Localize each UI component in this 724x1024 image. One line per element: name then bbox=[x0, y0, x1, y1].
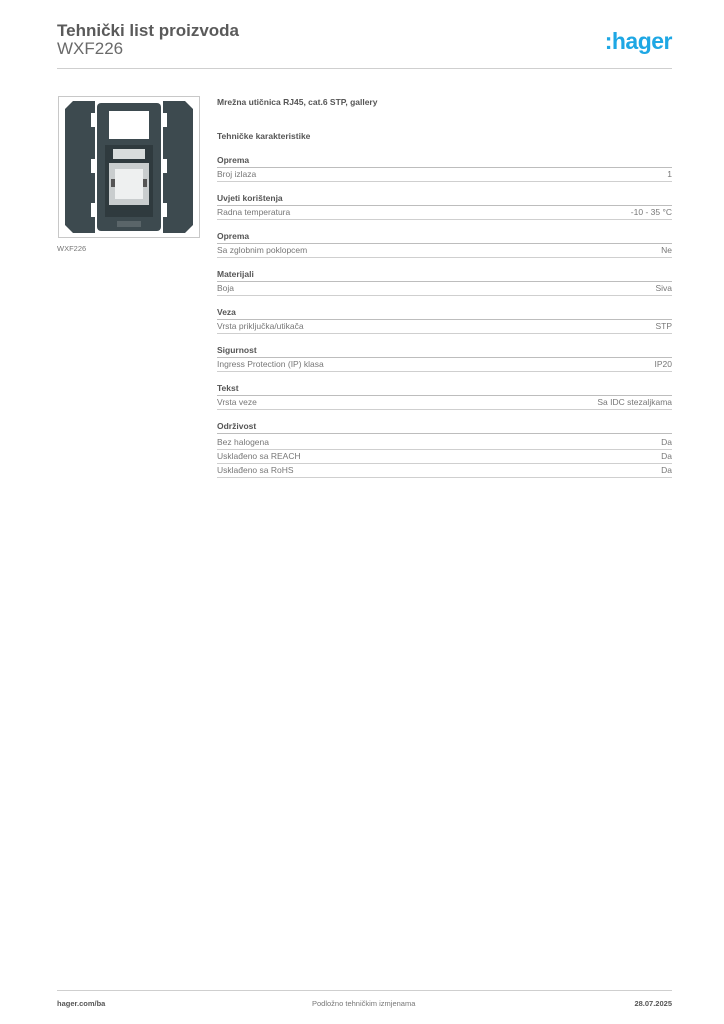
group-title: Materijali bbox=[217, 269, 672, 282]
hager-logo: :hager bbox=[604, 28, 673, 54]
spec-row: Sa zglobnim poklopcem Ne bbox=[217, 244, 672, 258]
spec-group: Oprema Broj izlaza 1 bbox=[217, 155, 672, 182]
spec-row: Usklađeno sa REACH Da bbox=[217, 450, 672, 464]
group-title: Veza bbox=[217, 307, 672, 320]
spec-group: Materijali Boja Siva bbox=[217, 269, 672, 296]
spec-group: Uvjeti korištenja Radna temperatura -10 -… bbox=[217, 193, 672, 220]
spec-row: Bez halogena Da bbox=[217, 436, 672, 450]
spec-value: Sa IDC stezaljkama bbox=[597, 397, 672, 407]
spec-row: Boja Siva bbox=[217, 282, 672, 296]
footer-divider bbox=[57, 990, 672, 991]
spec-row: Vrsta veze Sa IDC stezaljkama bbox=[217, 396, 672, 410]
spec-label: Vrsta priključka/utikača bbox=[217, 321, 304, 331]
spec-label: Broj izlaza bbox=[217, 169, 257, 179]
spec-label: Boja bbox=[217, 283, 235, 293]
product-image bbox=[58, 96, 200, 238]
header-divider bbox=[57, 68, 672, 69]
spec-value: -10 - 35 °C bbox=[630, 207, 672, 217]
spec-group: Tekst Vrsta veze Sa IDC stezaljkama bbox=[217, 383, 672, 410]
footer-website-link[interactable]: hager.com/ba bbox=[57, 999, 106, 1008]
spec-group: Oprema Sa zglobnim poklopcem Ne bbox=[217, 231, 672, 258]
group-title: Oprema bbox=[217, 155, 672, 168]
group-title: Tekst bbox=[217, 383, 672, 396]
group-title: Održivost bbox=[217, 421, 672, 434]
spec-value: 1 bbox=[667, 169, 672, 179]
image-caption: WXF226 bbox=[57, 244, 87, 253]
product-name: Mrežna utičnica RJ45, cat.6 STP, gallery bbox=[217, 97, 378, 107]
spec-row: Broj izlaza 1 bbox=[217, 168, 672, 182]
spec-row: Usklađeno sa RoHS Da bbox=[217, 464, 672, 478]
spec-value: Siva bbox=[655, 283, 672, 293]
footer-date: 28.07.2025 bbox=[634, 999, 672, 1008]
spec-label: Bez halogena bbox=[217, 437, 269, 447]
spec-label: Ingress Protection (IP) klasa bbox=[217, 359, 324, 369]
footer-notice: Podložno tehničkim izmjenama bbox=[312, 999, 416, 1008]
group-title: Oprema bbox=[217, 231, 672, 244]
spec-group: Veza Vrsta priključka/utikača STP bbox=[217, 307, 672, 334]
spec-value: Da bbox=[661, 451, 672, 461]
spec-label: Vrsta veze bbox=[217, 397, 257, 407]
group-title: Uvjeti korištenja bbox=[217, 193, 672, 206]
spec-value: IP20 bbox=[654, 359, 673, 369]
spec-value: STP bbox=[655, 321, 672, 331]
group-title: Sigurnost bbox=[217, 345, 672, 358]
spec-row: Radna temperatura -10 - 35 °C bbox=[217, 206, 672, 220]
spec-row: Ingress Protection (IP) klasa IP20 bbox=[217, 358, 672, 372]
page-title: Tehnički list proizvoda bbox=[57, 21, 239, 40]
spec-label: Usklađeno sa REACH bbox=[217, 451, 301, 461]
specifications: Mrežna utičnica RJ45, cat.6 STP, gallery… bbox=[217, 96, 672, 489]
spec-row: Vrsta priključka/utikača STP bbox=[217, 320, 672, 334]
section-title: Tehničke karakteristike bbox=[217, 131, 311, 141]
spec-value: Ne bbox=[661, 245, 672, 255]
spec-value: Da bbox=[661, 437, 672, 447]
product-code: WXF226 bbox=[57, 39, 124, 58]
spec-label: Sa zglobnim poklopcem bbox=[217, 245, 308, 255]
rj45-socket-module-icon bbox=[65, 101, 193, 233]
spec-label: Radna temperatura bbox=[217, 207, 291, 217]
spec-value: Da bbox=[661, 465, 672, 475]
spec-label: Usklađeno sa RoHS bbox=[217, 465, 294, 475]
